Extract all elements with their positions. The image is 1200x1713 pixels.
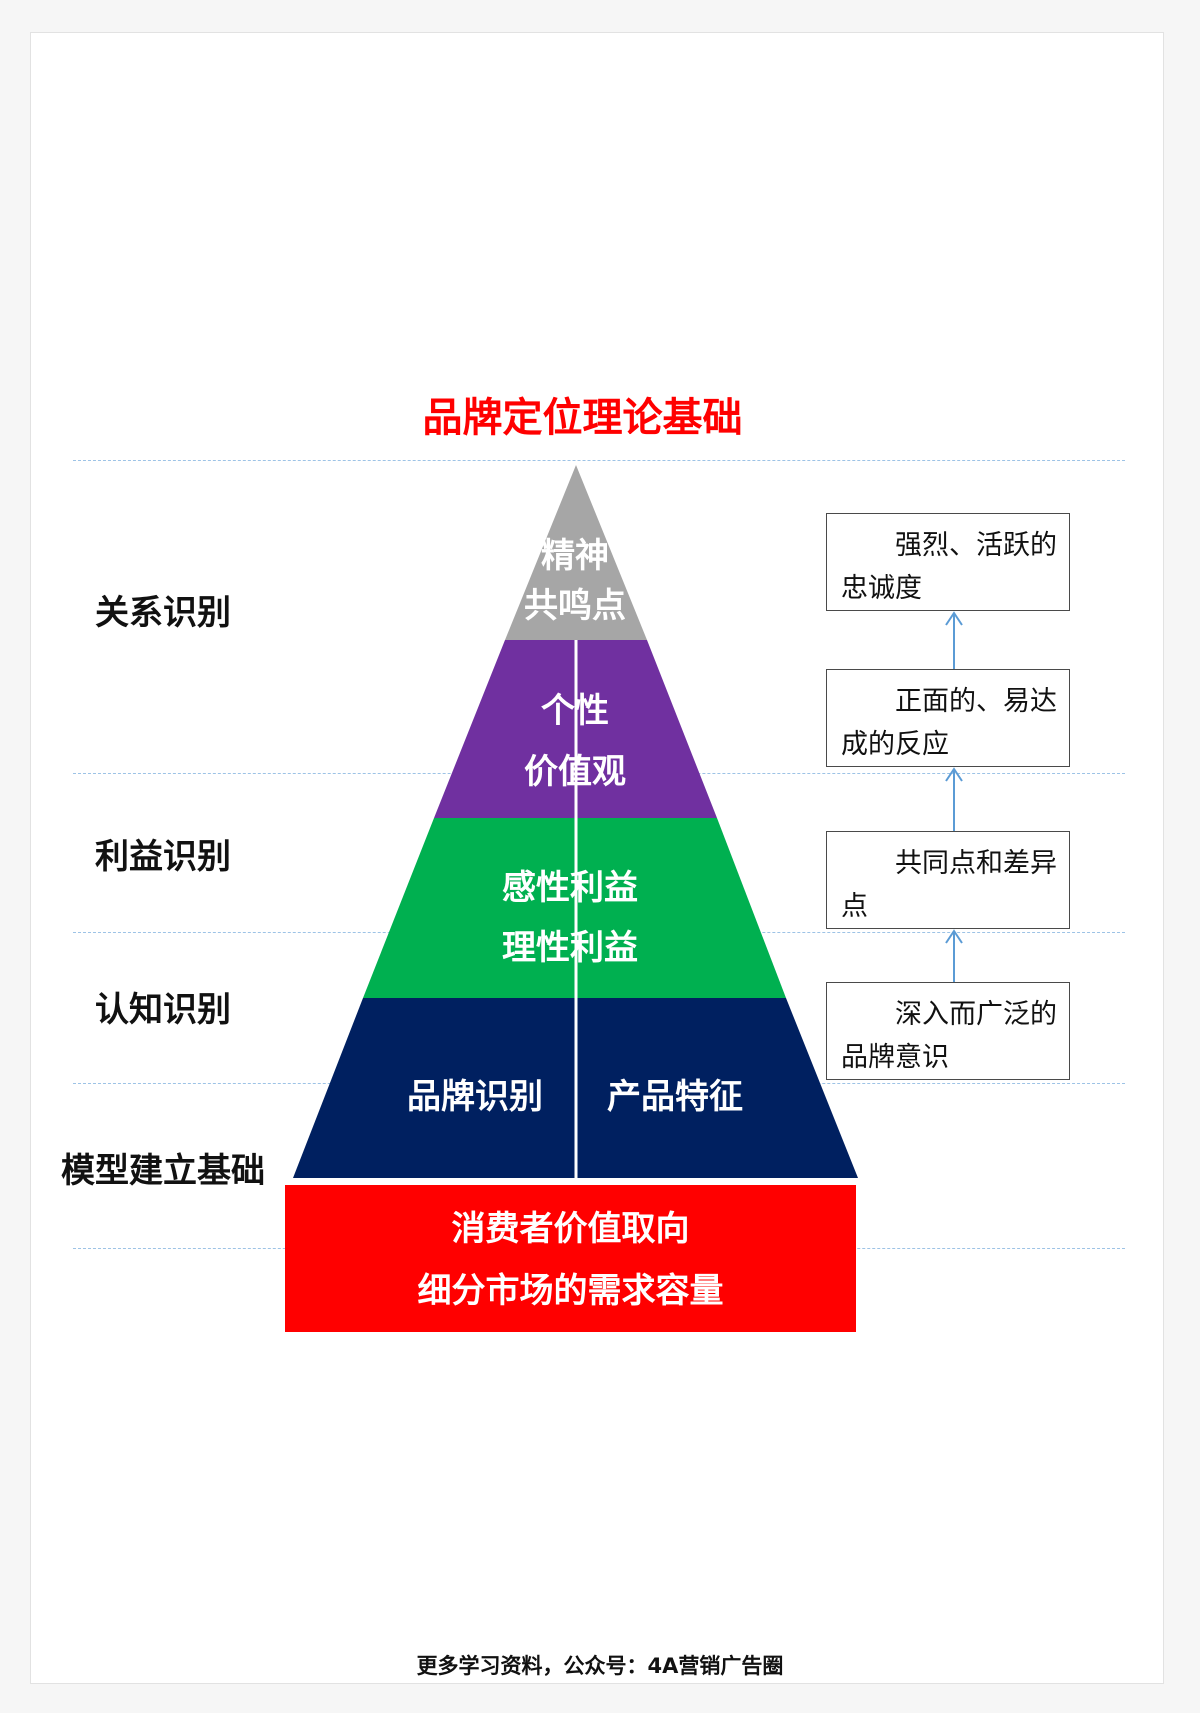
tier-benefit-rational: 理性利益 [502,928,638,968]
pyramid-base: 消费者价值取向 细分市场的需求容量 [285,1185,856,1332]
outcome-box-differentiation: 共同点和差异点 [826,831,1070,929]
tier-brand-identity: 品牌识别 [407,1077,543,1117]
outcome-box-response: 正面的、易达成的反应 [826,669,1070,767]
outcome-box-awareness: 深入而广泛的品牌意识 [826,982,1070,1080]
level-label-foundation: 模型建立基础 [61,1151,265,1191]
level-label-cognition: 认知识别 [95,990,231,1030]
level-label-relationship: 关系识别 [95,593,231,633]
tier-product-features: 产品特征 [607,1077,743,1117]
tier-spirit-line-1: 精神 [541,536,609,576]
tier-personality-line-1: 个性 [541,691,609,731]
up-arrow-icon [945,767,963,831]
tier-personality-line-2: 价值观 [524,752,626,792]
footer-note: 更多学习资料，公众号：4A营销广告圈 [416,1654,784,1678]
outcome-box-loyalty: 强烈、活跃的忠诚度 [826,513,1070,611]
guide-line [73,460,1125,461]
tier-benefit-emotional: 感性利益 [502,868,638,908]
tier-spirit-line-2: 共鸣点 [524,586,626,626]
pyramid-tier-spirit [505,465,647,640]
level-label-benefit: 利益识别 [95,837,231,877]
base-line-1: 消费者价值取向 [451,1209,690,1249]
diagram-title: 品牌定位理论基础 [422,395,743,441]
up-arrow-icon [945,929,963,982]
up-arrow-icon [945,611,963,669]
base-line-2: 细分市场的需求容量 [417,1271,724,1311]
